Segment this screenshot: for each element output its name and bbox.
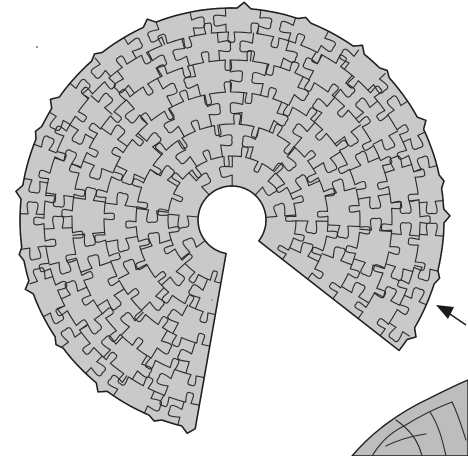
second-puzzle-corner	[352, 380, 468, 456]
puzzle-ring	[16, 2, 450, 433]
pointer-arrow	[436, 305, 466, 325]
second-puzzle-surface	[352, 380, 468, 456]
arrow-head	[436, 305, 454, 319]
speck	[211, 299, 212, 300]
speck	[36, 46, 38, 48]
